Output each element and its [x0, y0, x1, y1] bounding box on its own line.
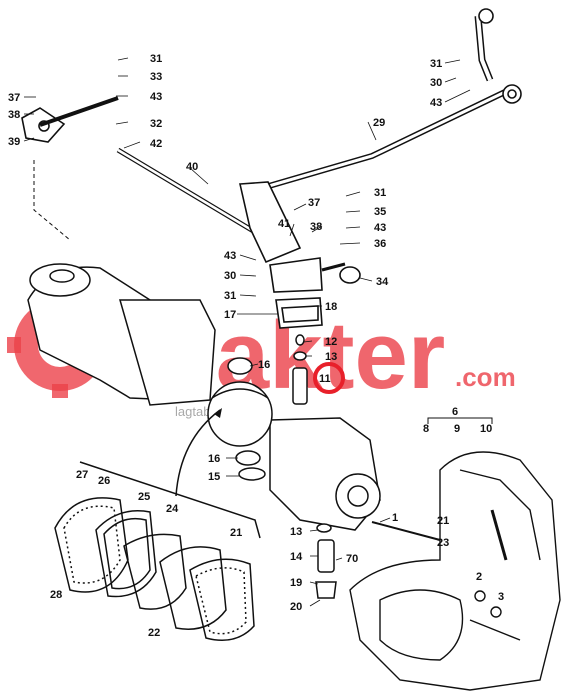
center-arm	[239, 181, 302, 264]
callout-26: 26	[98, 475, 110, 487]
callout-11: 11	[319, 373, 331, 385]
callout-70: 70	[346, 553, 358, 565]
callout-31: 31	[150, 53, 162, 65]
callout-37: 37	[308, 197, 320, 209]
callout-43: 43	[150, 91, 162, 103]
gasket-22	[159, 546, 227, 630]
callout-20: 20	[290, 601, 302, 613]
callout-2: 2	[476, 571, 482, 583]
gasket-24	[123, 533, 187, 610]
gasket-28	[54, 497, 129, 593]
tie-rod	[261, 89, 507, 191]
assembly-arrow	[175, 409, 221, 497]
gasket-set	[54, 461, 261, 641]
callout-31: 31	[430, 58, 442, 70]
callout-43: 43	[374, 222, 386, 234]
callout-37: 37	[8, 92, 20, 104]
callout-42: 42	[150, 138, 162, 150]
callout-22: 22	[148, 627, 160, 639]
callout-21: 21	[437, 515, 449, 527]
tire	[349, 451, 561, 691]
callout-35: 35	[374, 206, 386, 218]
callout-29: 29	[373, 117, 385, 129]
callout-38: 38	[8, 109, 20, 121]
lower-kingpin	[317, 539, 335, 573]
bearing-upper	[227, 357, 253, 375]
watermark-suffix: .com	[455, 362, 516, 392]
kingpin	[292, 367, 308, 405]
callout-38: 38	[310, 221, 322, 233]
highlight-ring	[313, 362, 345, 394]
group-bracket	[427, 417, 493, 424]
callout-31: 31	[224, 290, 236, 302]
callout-13: 13	[325, 351, 337, 363]
callout-16: 16	[258, 359, 270, 371]
callout-8: 8	[423, 423, 429, 435]
ball-joint	[339, 266, 361, 284]
callout-15: 15	[208, 471, 220, 483]
callout-33: 33	[150, 71, 162, 83]
wheel-rim	[379, 589, 464, 661]
gasket-21	[189, 558, 255, 641]
callout-3: 3	[498, 591, 504, 603]
callout-36: 36	[374, 238, 386, 250]
callout-43: 43	[430, 97, 442, 109]
callout-41: 41	[278, 218, 290, 230]
callout-28: 28	[50, 589, 62, 601]
callout-40: 40	[186, 161, 198, 173]
callout-12: 12	[325, 336, 337, 348]
callout-16: 16	[208, 453, 220, 465]
callout-31: 31	[374, 187, 386, 199]
leader-lines	[23, 57, 471, 607]
callout-labels: 31 33 43 32 42 37 38 39 40 29 31 30 43 3…	[8, 53, 504, 639]
callout-6: 6	[452, 406, 458, 418]
gasket-25	[95, 510, 157, 598]
callout-14: 14	[290, 551, 303, 563]
callout-10: 10	[480, 423, 492, 435]
tie-rod-end-joint	[502, 84, 522, 104]
callout-32: 32	[150, 118, 162, 130]
front-wheel	[349, 451, 561, 691]
callout-21: 21	[230, 527, 242, 539]
callout-30: 30	[224, 270, 236, 282]
axle-housing-assembly	[27, 263, 441, 599]
callout-23: 23	[437, 537, 449, 549]
callout-34: 34	[376, 276, 389, 288]
callout-19: 19	[290, 577, 302, 589]
steering-linkage	[21, 8, 522, 329]
ball-sphere	[207, 381, 273, 447]
callout-13: 13	[290, 526, 302, 538]
spindle-shaft	[371, 521, 441, 541]
mounting-bracket	[269, 257, 323, 293]
callout-1: 1	[392, 512, 398, 524]
callout-25: 25	[138, 491, 150, 503]
bearing-lower	[235, 450, 261, 466]
callout-39: 39	[8, 136, 20, 148]
callout-17: 17	[224, 309, 236, 321]
callout-24: 24	[166, 503, 179, 515]
callout-27: 27	[76, 469, 88, 481]
callout-18: 18	[325, 301, 337, 313]
callout-9: 9	[454, 423, 460, 435]
callout-30: 30	[430, 77, 442, 89]
callout-43: 43	[224, 250, 236, 262]
